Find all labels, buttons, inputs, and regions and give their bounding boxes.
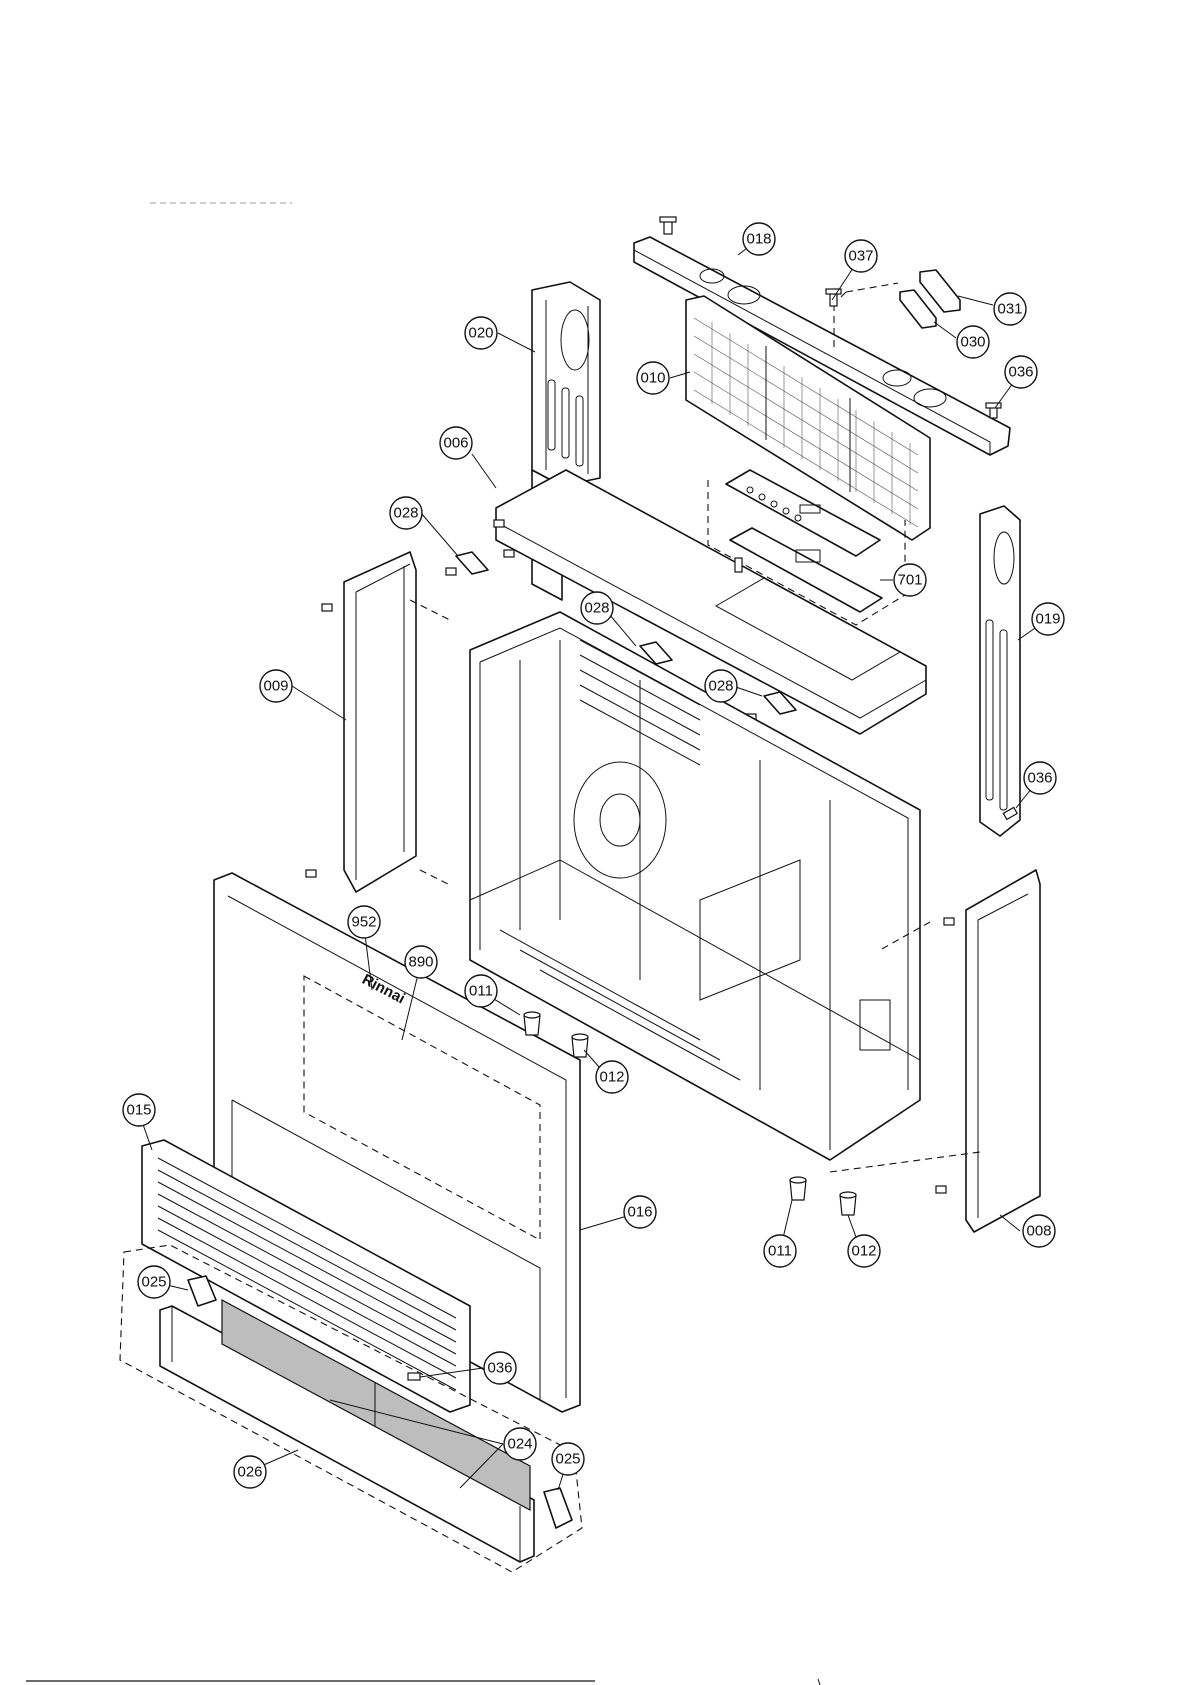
- svg-text:008: 008: [1026, 1223, 1051, 1240]
- callout-011-b: 011: [764, 1235, 796, 1267]
- callout-036-bottom: 036: [484, 1352, 516, 1384]
- callout-006: 006: [440, 427, 472, 459]
- svg-text:009: 009: [263, 678, 288, 695]
- svg-text:030: 030: [960, 334, 985, 351]
- callout-011-a: 011: [465, 975, 497, 1007]
- callout-890: 890: [405, 946, 437, 978]
- svg-text:025: 025: [141, 1274, 166, 1291]
- screw-009: [306, 604, 332, 877]
- callout-026: 026: [234, 1456, 266, 1488]
- callout-037: 037: [845, 240, 877, 272]
- svg-text:012: 012: [599, 1069, 624, 1086]
- svg-text:701: 701: [897, 572, 922, 589]
- callout-009: 009: [260, 670, 292, 702]
- screw-036-bottom: [408, 1373, 420, 1380]
- callout-020: 020: [465, 317, 497, 349]
- callout-024: 024: [504, 1428, 536, 1460]
- callout-016: 016: [624, 1196, 656, 1228]
- svg-text:011: 011: [768, 1243, 792, 1260]
- svg-text:036: 036: [1008, 364, 1033, 381]
- svg-text:006: 006: [443, 435, 468, 452]
- svg-text:952: 952: [351, 914, 376, 931]
- svg-text:028: 028: [393, 505, 418, 522]
- callout-018: 018: [743, 223, 775, 255]
- callout-025-a: 025: [138, 1266, 170, 1298]
- callout-012-b: 012: [848, 1235, 880, 1267]
- svg-text:010: 010: [640, 370, 665, 387]
- callout-025-b: 025: [552, 1443, 584, 1475]
- svg-text:024: 024: [507, 1436, 532, 1453]
- callout-952: 952: [348, 906, 380, 938]
- callout-008: 008: [1023, 1215, 1055, 1247]
- svg-text:016: 016: [627, 1204, 652, 1221]
- callout-701: 701: [894, 564, 926, 596]
- callout-015: 015: [123, 1094, 155, 1126]
- callout-012-a: 012: [596, 1061, 628, 1093]
- side-panel-019: [980, 506, 1020, 836]
- footer-rule: [26, 1679, 820, 1685]
- screw-701: [735, 558, 742, 572]
- svg-text:037: 037: [848, 248, 873, 265]
- svg-text:015: 015: [126, 1102, 151, 1119]
- svg-text:012: 012: [851, 1243, 876, 1260]
- bracket-030-031: [834, 270, 960, 350]
- svg-text:019: 019: [1035, 611, 1060, 628]
- foot-012-a: [572, 1034, 588, 1057]
- screw-top-018: [660, 217, 676, 234]
- svg-text:028: 028: [584, 600, 609, 617]
- svg-text:028: 028: [708, 678, 733, 695]
- svg-text:036: 036: [487, 1360, 512, 1377]
- svg-text:020: 020: [468, 325, 493, 342]
- callout-036-mid: 036: [1024, 762, 1056, 794]
- callout-028-b: 028: [581, 592, 613, 624]
- callout-036-top: 036: [1005, 356, 1037, 388]
- callout-010: 010: [637, 362, 669, 394]
- svg-text:036: 036: [1027, 770, 1052, 787]
- svg-text:011: 011: [469, 983, 493, 1000]
- svg-text:018: 018: [746, 231, 771, 248]
- callout-030: 030: [957, 326, 989, 358]
- callout-031: 031: [994, 293, 1026, 325]
- callout-028-a: 028: [390, 497, 422, 529]
- foot-011-a: [524, 1012, 540, 1035]
- foot-011-b: [790, 1177, 806, 1200]
- svg-text:026: 026: [237, 1464, 262, 1481]
- left-frame-009: [344, 552, 450, 892]
- svg-text:025: 025: [555, 1451, 580, 1468]
- callout-028-c: 028: [705, 670, 737, 702]
- callout-019: 019: [1032, 603, 1064, 635]
- screw-008: [936, 918, 954, 1193]
- svg-text:890: 890: [408, 954, 433, 971]
- clip-025-b: [544, 1488, 572, 1528]
- svg-text:031: 031: [997, 301, 1022, 318]
- foot-012-b: [840, 1192, 856, 1215]
